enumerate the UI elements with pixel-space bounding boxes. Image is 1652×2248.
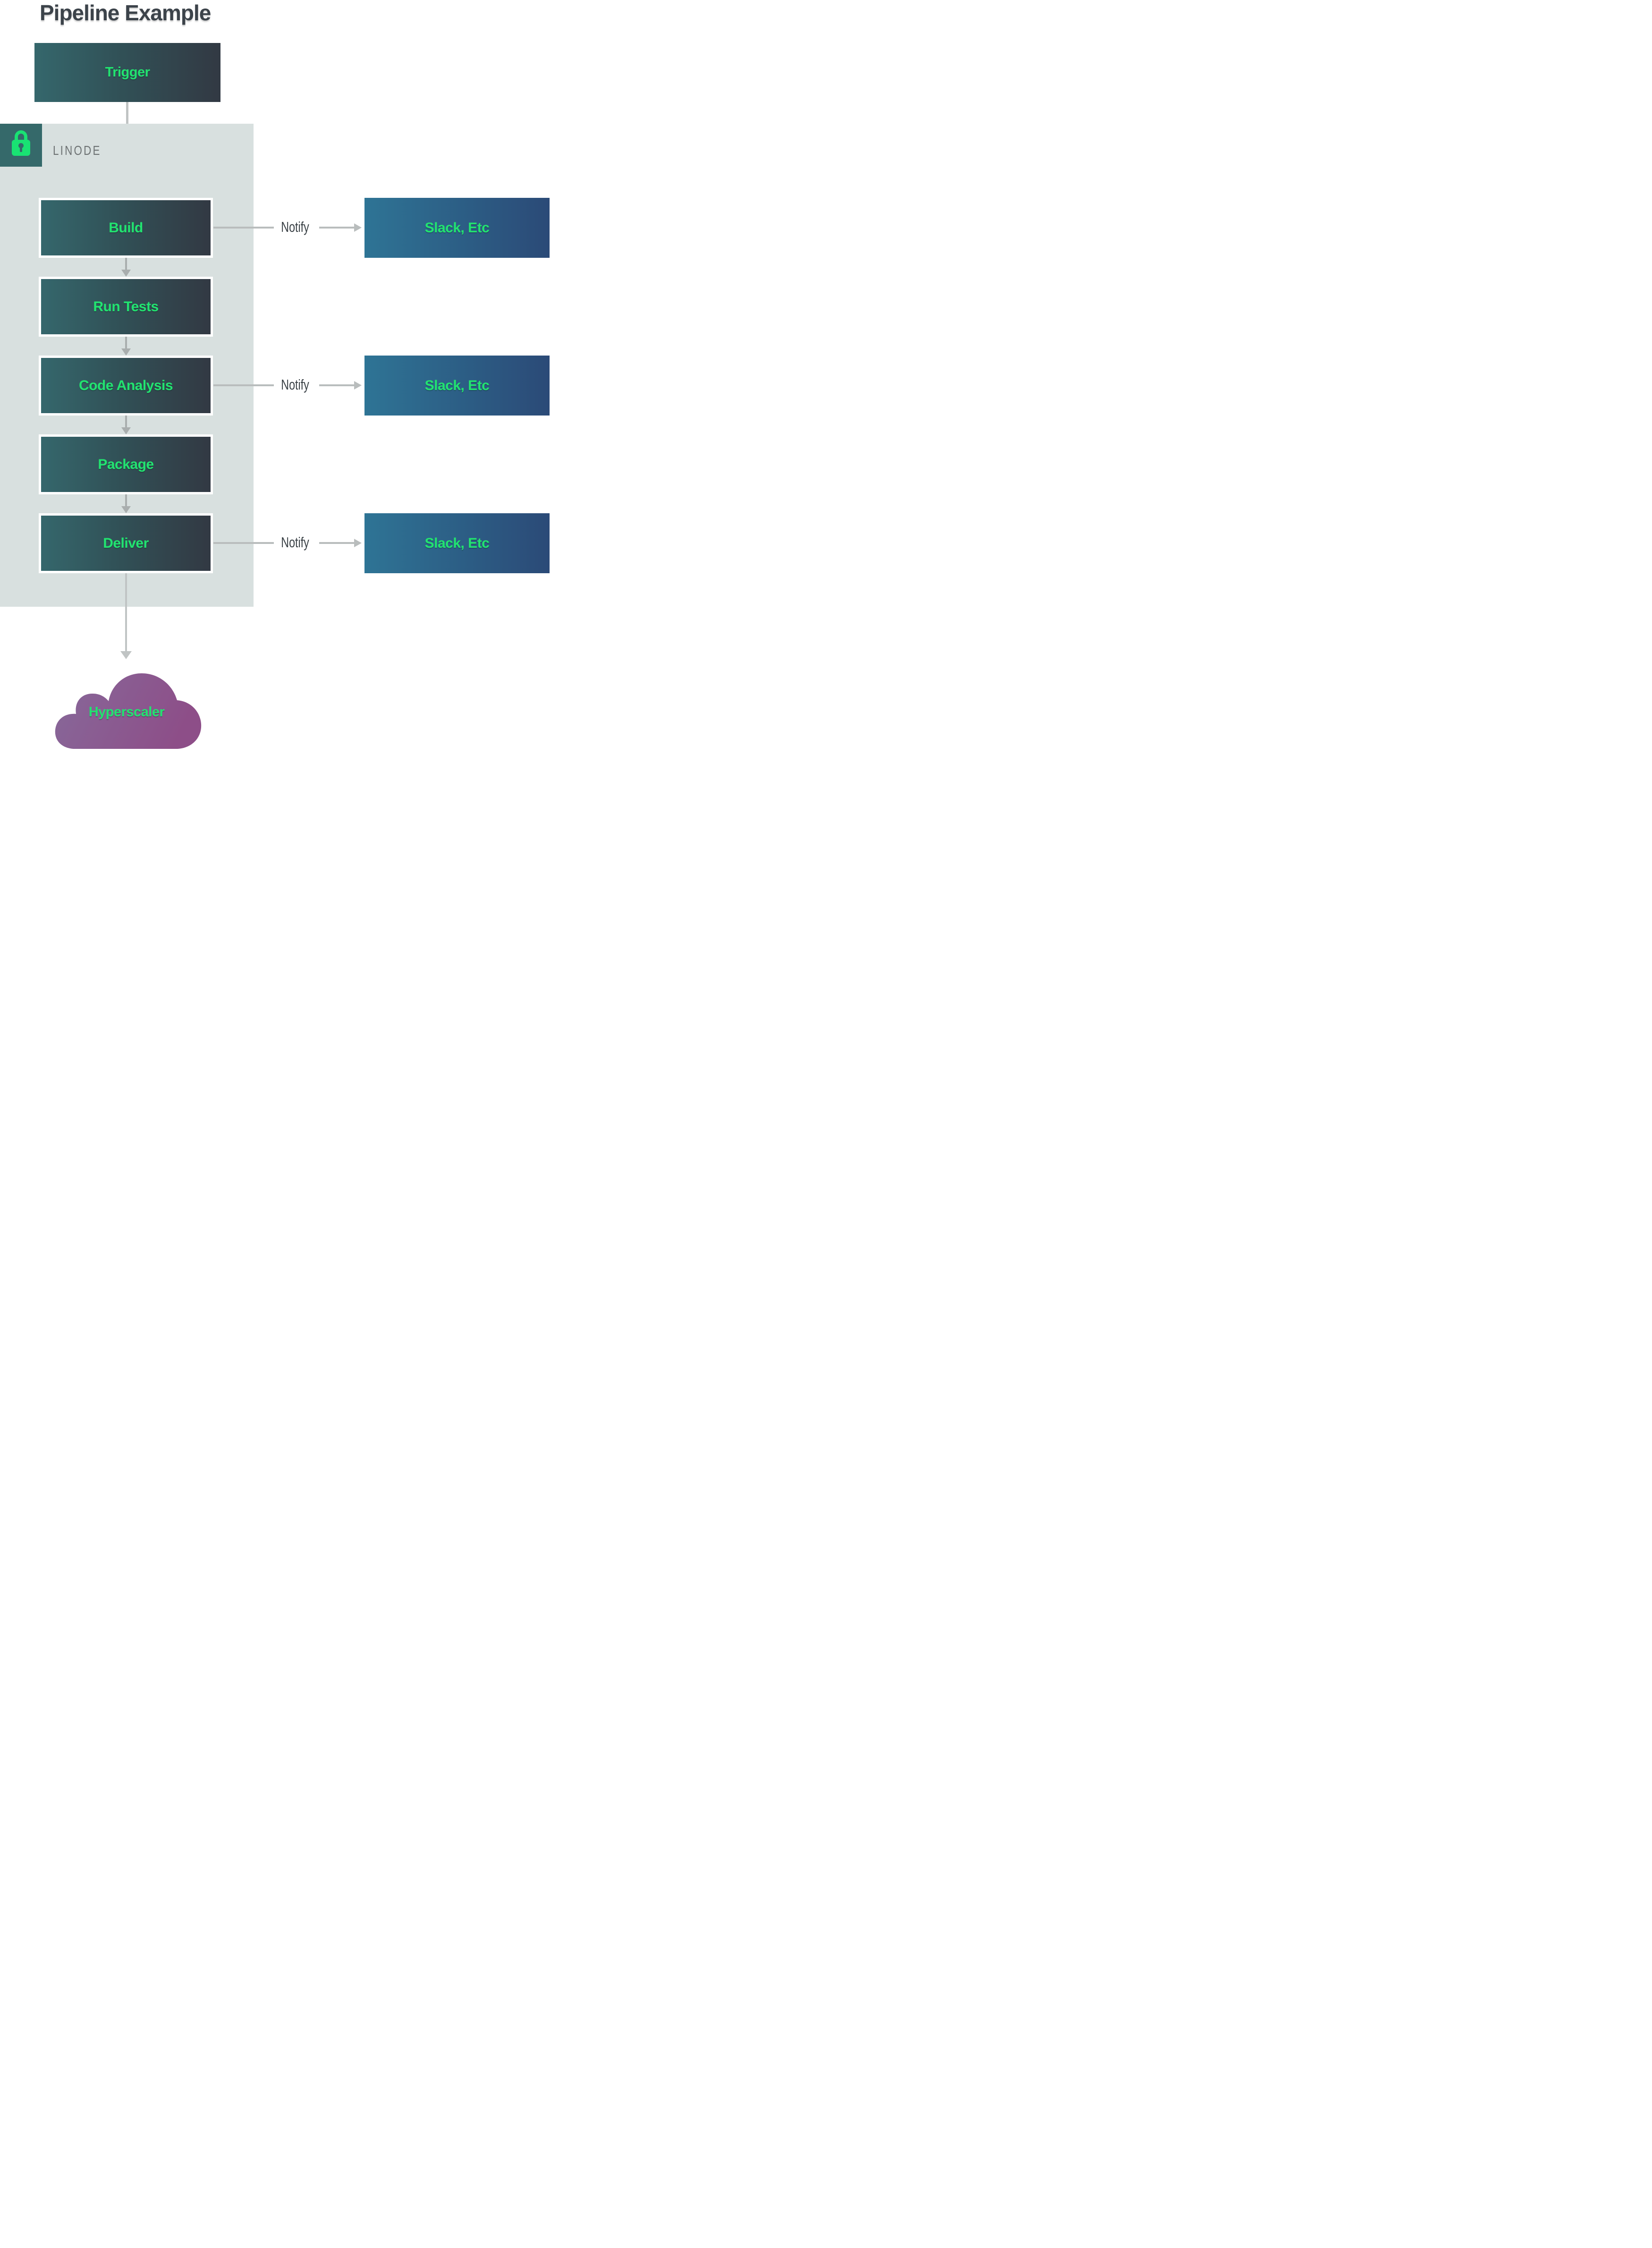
notify-target-build-label: Slack, Etc [424,220,490,236]
notify-target-code-analysis: Slack, Etc [364,356,550,416]
step-package-surface: Package [41,437,211,492]
notify-line-code-analysis [213,384,274,386]
step-deliver-surface: Deliver [41,516,211,571]
notify-arrow-head-build [354,223,362,232]
notify-label-deliver: Notify [281,534,309,551]
step-code-analysis: Code Analysis [39,356,213,416]
step-build-label: Build [109,220,143,236]
notify-target-build: Slack, Etc [364,198,550,258]
lock-keyhole [18,143,24,148]
step-code-analysis-surface: Code Analysis [41,358,211,413]
step-deliver-label: Deliver [103,535,149,551]
trigger-label: Trigger [105,65,150,80]
step-run-tests-surface: Run Tests [41,279,211,334]
lock-tile [0,124,42,167]
notify-arrow-head-code-analysis [354,381,362,390]
lock-icon [0,124,42,167]
notify-target-deliver-label: Slack, Etc [424,535,490,551]
trigger-node: Trigger [34,43,220,102]
notify-line-deliver [213,542,274,544]
notify-arrow-line-code-analysis [319,384,354,386]
arrow-line-code-analysis-to-package [125,416,127,427]
environment-label: LINODE [53,143,102,158]
lock-keyhole-stem [20,146,22,152]
page-title: Pipeline Example [40,0,211,25]
arrow-head-code-analysis-to-package [121,427,131,434]
step-deliver: Deliver [39,513,213,573]
arrow-line-deliver-to-cloud [125,573,127,651]
lock-shackle [15,130,27,146]
notify-target-code-analysis-label: Slack, Etc [424,377,490,393]
notify-target-deliver: Slack, Etc [364,513,550,573]
step-code-analysis-label: Code Analysis [78,377,173,393]
arrow-head-build-to-run-tests [121,270,131,277]
notify-label-code-analysis: Notify [281,376,309,393]
notify-arrow-line-deliver [319,542,354,544]
notify-label-build: Notify [281,219,309,235]
arrow-line-build-to-run-tests [125,258,127,270]
arrow-head-run-tests-to-code-analysis [121,348,131,356]
hyperscaler-label: Hyperscaler [88,704,165,720]
notify-arrow-line-build [319,227,354,229]
arrow-line-run-tests-to-code-analysis [125,337,127,348]
notify-arrow-head-deliver [354,539,362,547]
lock-body [12,140,30,156]
cloud-icon [55,673,202,749]
hyperscaler-cloud: Hyperscaler [49,670,204,749]
arrow-head-package-to-deliver [121,506,131,513]
notify-line-build [213,227,274,229]
step-package-label: Package [98,456,154,472]
step-run-tests: Run Tests [39,277,213,337]
step-run-tests-label: Run Tests [93,298,159,314]
arrow-head-deliver-to-cloud [120,651,132,659]
arrow-line-package-to-deliver [125,494,127,506]
step-build: Build [39,198,213,258]
pipeline-diagram: Pipeline Example Trigger LINODE Build Ru… [0,0,551,749]
step-build-surface: Build [41,200,211,255]
step-package: Package [39,434,213,494]
